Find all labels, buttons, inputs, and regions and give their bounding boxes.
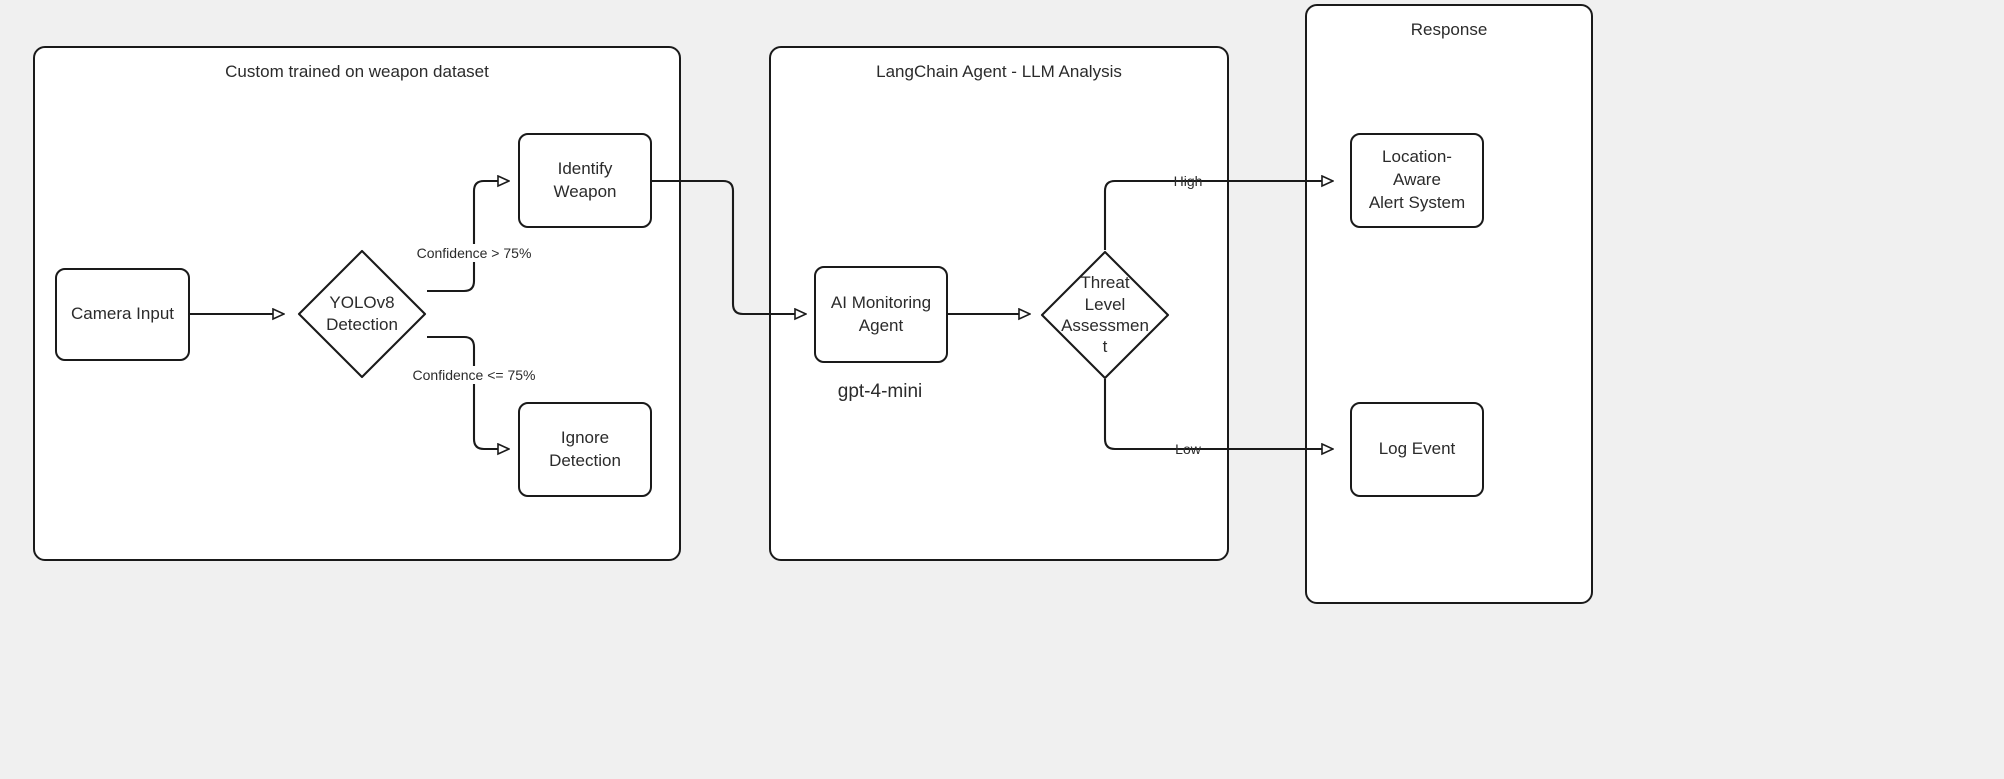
node-threat-line-4: t (1102, 337, 1108, 357)
node-threat-level-assessment[interactable]: Threat Level Assessmen t (1040, 250, 1170, 380)
node-threat-line-3: Assessmen (1061, 316, 1149, 335)
node-identify-weapon-label: Identify Weapon (553, 158, 617, 201)
node-yolov8-detection-label: YOLOv8 Detection (320, 292, 403, 336)
node-threat-level-assessment-label: Threat Level Assessmen t (1058, 272, 1152, 358)
node-ai-monitoring-agent[interactable]: AI Monitoring Agent (814, 266, 948, 363)
node-yolov8-line-2: Detection (326, 315, 398, 334)
node-ignore-detection[interactable]: Ignore Detection (518, 402, 652, 497)
node-ai-monitoring-agent-label: AI Monitoring Agent (826, 292, 936, 338)
annotation-model-note: gpt-4-mini (837, 381, 923, 402)
group-title-response: Response (1410, 20, 1488, 39)
node-threat-line-2: Level (1084, 294, 1126, 314)
node-alert-line-1: Location-Aware (1382, 147, 1452, 190)
node-camera-input[interactable]: Camera Input (55, 268, 190, 361)
node-agent-line-2: Agent (858, 315, 904, 335)
node-alert-line-2: Alert System (1368, 192, 1466, 212)
node-identify-weapon[interactable]: Identify Weapon (518, 133, 652, 228)
node-yolov8-detection[interactable]: YOLOv8 Detection (297, 249, 427, 379)
edge-label-confidence-low: Confidence <= 75% (407, 366, 541, 384)
node-ignore-detection-label: Ignore Detection (549, 427, 621, 470)
node-yolov8-line-1: YOLOv8 (329, 293, 395, 313)
node-log-event-label: Log Event (1378, 439, 1456, 459)
group-title-detection: Custom trained on weapon dataset (225, 62, 489, 81)
diamond-shape (297, 249, 427, 379)
edge-label-confidence-high: Confidence > 75% (411, 244, 537, 262)
edge-label-threat-low: Low (1175, 441, 1201, 457)
node-agent-line-1: AI Monitoring (830, 292, 932, 312)
group-title-langchain: LangChain Agent - LLM Analysis (876, 62, 1122, 81)
node-location-aware-alert-system[interactable]: Location-Aware Alert System (1350, 133, 1484, 228)
group-panel-response[interactable]: Response (1305, 4, 1593, 604)
diamond-shape (1040, 250, 1170, 380)
node-location-aware-alert-system-label: Location-Aware Alert System (1362, 146, 1472, 215)
node-threat-line-1: Threat (1080, 273, 1130, 293)
node-log-event[interactable]: Log Event (1350, 402, 1484, 497)
edge-label-threat-high: High (1173, 173, 1203, 189)
node-camera-input-label: Camera Input (71, 304, 174, 324)
